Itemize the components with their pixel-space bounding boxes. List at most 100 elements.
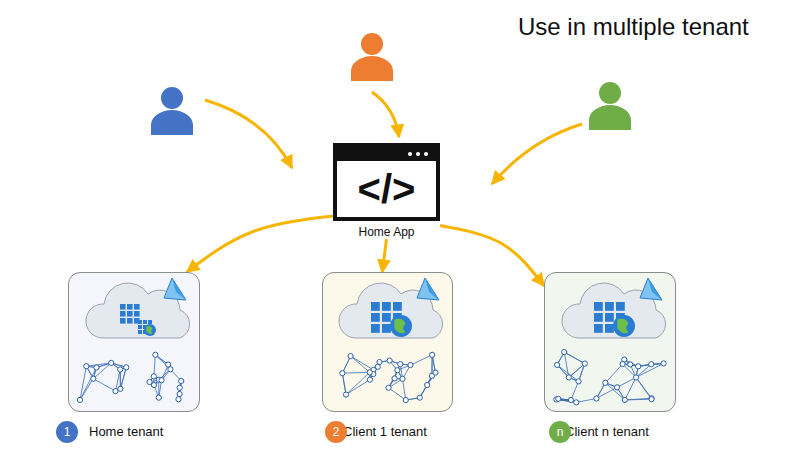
drawing-part (177, 391, 182, 396)
drawing-part (430, 352, 435, 357)
drawing-part (124, 365, 129, 370)
drawing-part (94, 365, 99, 370)
drawing-part (367, 370, 372, 375)
cloud-icon (86, 278, 190, 338)
drawing-part (153, 352, 158, 357)
drawing-part (367, 377, 372, 382)
drawing-part (613, 315, 635, 337)
drawing-part (342, 373, 346, 394)
drawing-part (386, 385, 391, 390)
drawing-part (625, 399, 652, 401)
drawing-part (390, 315, 412, 337)
drawing-part (403, 397, 408, 402)
callout-circle: 2 (325, 421, 347, 443)
cloud-icon (562, 278, 666, 338)
drawing-part (346, 380, 370, 395)
drawing-part (562, 349, 567, 354)
code-symbol: </> (358, 167, 416, 212)
tenant-ground (68, 272, 200, 412)
tenant-label: Home tenant (89, 424, 163, 439)
network-graph (77, 349, 666, 404)
drawing-part (622, 397, 627, 402)
drawing-part (339, 278, 443, 338)
network-graph (340, 352, 438, 402)
callout-circle: 1 (56, 421, 78, 443)
window-bar (337, 147, 436, 161)
drawing-part (625, 398, 652, 400)
drawing-part (661, 361, 666, 366)
drawing-part (649, 396, 654, 401)
callout-circle: n (549, 421, 571, 443)
tenant-box: Client n tenant (544, 272, 676, 412)
user-arrow (205, 100, 292, 168)
drawing-part (594, 396, 599, 401)
drawing-part (562, 278, 666, 338)
window-dot (408, 152, 412, 156)
drawing-part (168, 367, 173, 372)
drawing-part (392, 376, 397, 381)
drawing-part (398, 362, 403, 367)
drawing-part (603, 380, 608, 385)
drawing-part (177, 385, 182, 390)
drawing-part (605, 364, 622, 383)
drawing-part (614, 385, 619, 390)
drawing-part (564, 352, 585, 364)
drawing-part (120, 304, 140, 324)
callout-number: 2 (333, 425, 340, 439)
drawing-part (84, 364, 89, 369)
drawing-part (176, 397, 181, 402)
drawing-part (375, 364, 380, 369)
drawing-part (91, 376, 96, 381)
drawing-part (566, 375, 571, 380)
drawing-part (425, 382, 430, 387)
drawing-part (636, 377, 652, 399)
drawing-part (151, 374, 156, 379)
drawing-part (340, 371, 345, 376)
drawing-part (433, 370, 438, 375)
tenant-ground (544, 272, 676, 412)
person-icon (589, 82, 631, 130)
browser-window: </> (333, 143, 440, 221)
drawing-part (556, 396, 561, 401)
drawing-part (154, 355, 156, 377)
drawing-part (636, 364, 641, 369)
tenant-label: Client n tenant (565, 424, 649, 439)
drawing-part (156, 395, 161, 400)
window-dot (416, 152, 420, 156)
drawing-part (342, 372, 369, 374)
drawing-part (351, 356, 374, 370)
callout-number: n (557, 425, 564, 439)
drawing-part (417, 395, 422, 400)
drawing-part (351, 356, 370, 372)
drawing-part (343, 392, 348, 397)
drawing-part (147, 379, 152, 384)
flow-arrow (187, 216, 333, 272)
drawing-part (400, 376, 405, 381)
drawing-part (118, 386, 123, 391)
drawing-part (86, 278, 190, 338)
diagram-title: Use in multiple tenant (518, 13, 749, 41)
drawing-part (564, 352, 585, 364)
tenant-box: Client 1 tenant (322, 272, 453, 412)
network-graph (554, 349, 666, 404)
user-arrow (372, 92, 399, 137)
tenant-box: Home tenant (68, 272, 200, 412)
tenant-ground (322, 272, 453, 412)
drawing-part (80, 367, 96, 399)
drawing-part (179, 378, 184, 383)
drawing-part (582, 361, 587, 366)
drawing-part (649, 397, 654, 402)
drawing-part (155, 355, 170, 369)
drawing-part (636, 377, 651, 398)
drawing-part (420, 376, 432, 398)
callout-number: 1 (64, 425, 71, 439)
app-window: </>Home App (333, 143, 440, 239)
drawing-part (342, 373, 346, 394)
drawing-part (159, 378, 164, 383)
drawing-part (346, 372, 370, 394)
drawing-part (80, 366, 86, 400)
drawing-part (93, 363, 111, 379)
flow-arrow (382, 239, 386, 272)
drawing-part (109, 360, 114, 365)
drawing-part (403, 379, 406, 400)
